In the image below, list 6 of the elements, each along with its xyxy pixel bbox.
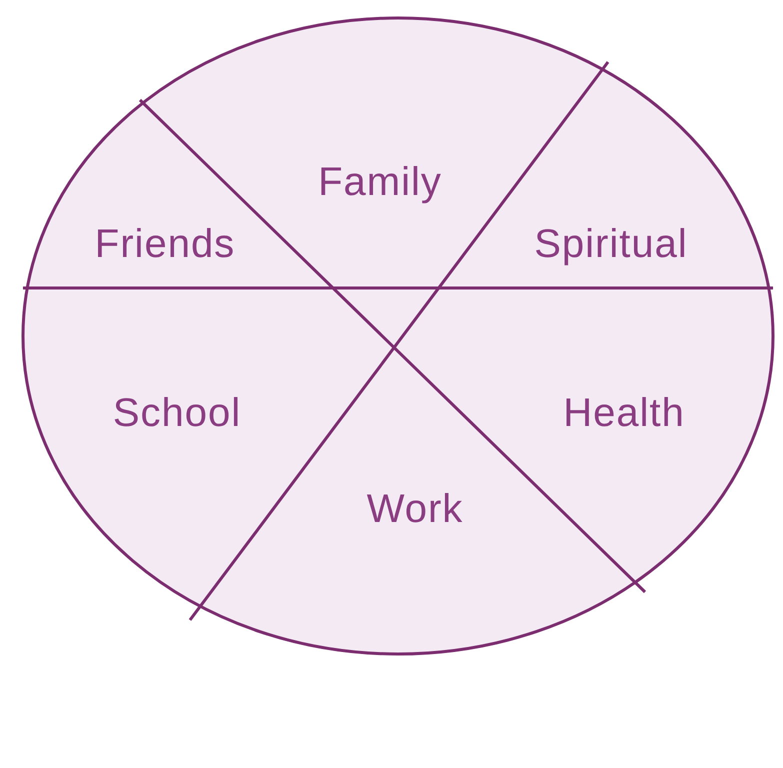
sector-label: Friends (94, 224, 236, 264)
sector-label: Health (563, 393, 685, 433)
sector-label: School (112, 393, 242, 433)
sector-label: Spiritual (534, 224, 688, 264)
sector-label: Family (318, 162, 442, 202)
sector-label: Work (366, 489, 464, 529)
